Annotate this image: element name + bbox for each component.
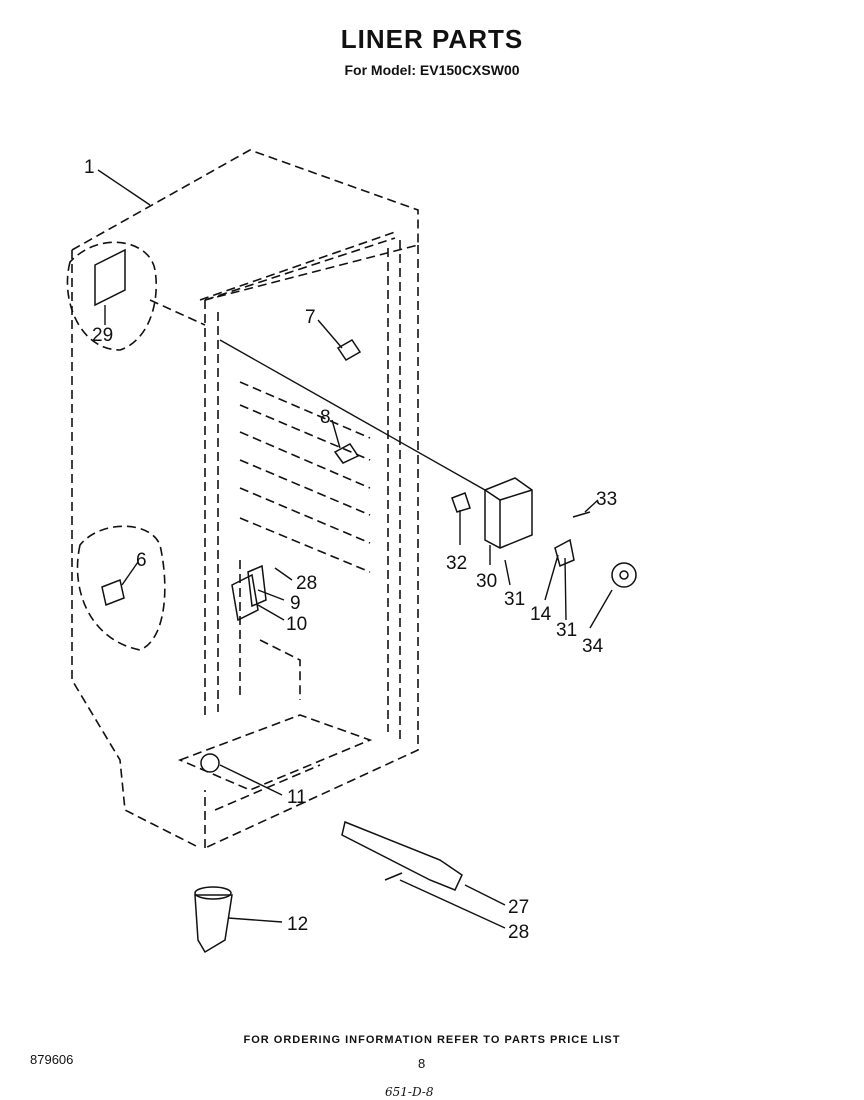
callout-34: 34 xyxy=(582,636,604,657)
callout-28-rail: 28 xyxy=(508,922,529,943)
callout-27: 27 xyxy=(508,897,529,918)
callout-10: 10 xyxy=(286,614,307,635)
document-number: 879606 xyxy=(30,1052,74,1067)
leader-lines xyxy=(97,169,613,929)
model-subtitle: For Model: EV150CXSW00 xyxy=(344,62,520,78)
callout-31-housing: 31 xyxy=(504,589,525,610)
callout-9: 9 xyxy=(290,593,301,614)
callout-8: 8 xyxy=(320,407,331,428)
callout-28-hinge: 28 xyxy=(296,573,317,594)
callout-29: 29 xyxy=(92,325,113,346)
page-title: LINER PARTS xyxy=(340,24,524,54)
callout-1: 1 xyxy=(84,157,95,178)
callout-31-plate: 31 xyxy=(556,620,577,641)
callout-6: 6 xyxy=(136,550,147,571)
ordering-note: FOR ORDERING INFORMATION REFER TO PARTS … xyxy=(243,1034,621,1046)
callout-14: 14 xyxy=(530,604,552,625)
callout-33: 33 xyxy=(596,489,617,510)
callout-30: 30 xyxy=(476,571,497,592)
callout-7: 7 xyxy=(305,307,316,328)
callout-32: 32 xyxy=(446,553,467,574)
callout-12: 12 xyxy=(287,914,308,935)
page-number: 8 xyxy=(418,1056,426,1071)
handwritten-code: 651-D-8 xyxy=(385,1085,434,1099)
component-shapes xyxy=(94,248,637,954)
cabinet-outline xyxy=(66,149,419,849)
callout-11: 11 xyxy=(287,787,307,808)
